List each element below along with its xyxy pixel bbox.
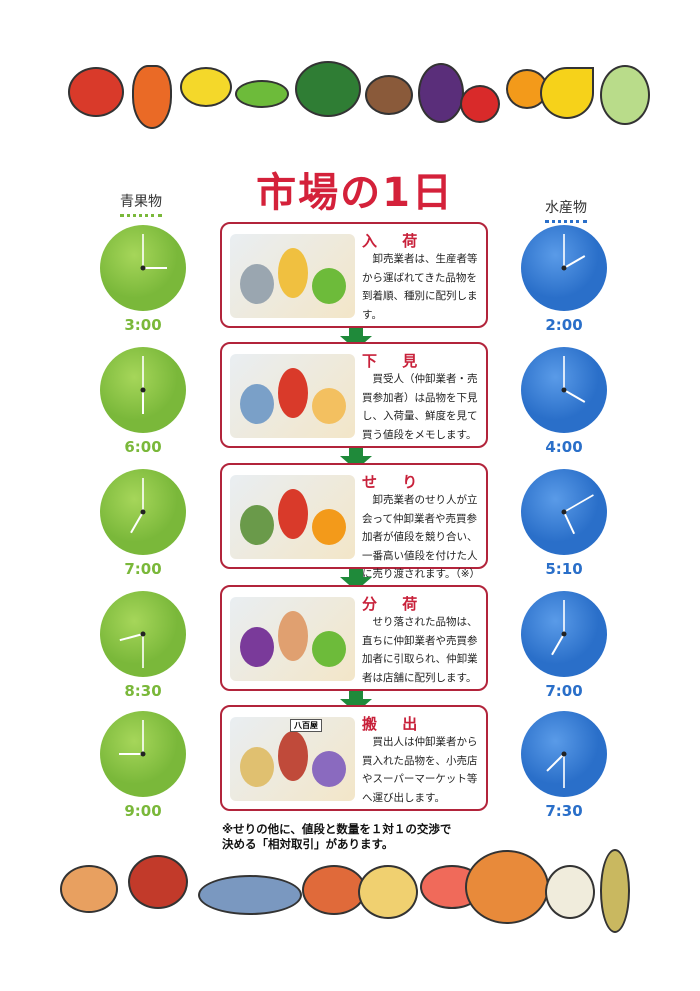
time-label: 5:10 xyxy=(545,560,583,578)
step-description: 買出人は仲卸業者から買入れた品物を、小売店やスーパーマーケット等へ運び出します。 xyxy=(362,736,478,804)
clock-center xyxy=(561,265,567,271)
footnote-line-1: ※せりの他に、値段と数量を１対１の交渉で xyxy=(222,822,452,836)
time-label: 7:00 xyxy=(124,560,162,578)
clock-left-5 xyxy=(99,710,187,798)
down-arrow-icon xyxy=(340,569,372,591)
footnote: ※せりの他に、値段と数量を１対１の交渉で 決める「相対取引」があります。 xyxy=(222,822,451,852)
clock-center xyxy=(140,509,146,515)
time-label: 8:30 xyxy=(124,682,162,700)
clock-center xyxy=(140,387,146,393)
vegetables-illustration xyxy=(40,55,660,130)
hour-hand xyxy=(563,389,586,403)
clock-right-5 xyxy=(520,710,608,798)
step-card-3: せ り 卸売業者のせり人が立会って仲卸業者や売買参加者が値段を競り合い、一番高い… xyxy=(220,463,488,580)
hour-hand xyxy=(119,633,144,642)
time-label: 4:00 xyxy=(545,438,583,456)
clock-center xyxy=(561,387,567,393)
step-heading: 搬 出 xyxy=(362,715,428,733)
step-illustration xyxy=(230,234,355,318)
clock-center xyxy=(561,751,567,757)
step-heading: せ り xyxy=(362,473,428,491)
clock-center xyxy=(140,265,146,271)
hour-hand xyxy=(563,255,586,269)
step-description: 買受人（仲卸業者・売買参加者）は品物を下見し、入荷量、鮮度を見て買う値段をメモし… xyxy=(362,373,478,441)
down-arrow-icon xyxy=(340,328,372,350)
page-title: 市場の1日 xyxy=(256,170,454,216)
clock-left-1 xyxy=(99,224,187,312)
step-card-2: 下 見 買受人（仲卸業者・売買参加者）は品物を下見し、入荷量、鮮度を見て買う値段… xyxy=(220,342,488,448)
clock-center xyxy=(561,631,567,637)
shop-sign: 八百屋 xyxy=(290,719,322,732)
right-category: 水産物 xyxy=(545,197,587,223)
step-description: 卸売業者は、生産者等から運ばれてきた品物を到着順、種別に配列します。 xyxy=(362,253,478,321)
time-label: 7:00 xyxy=(545,682,583,700)
seafood-label: 水産物 xyxy=(545,200,587,216)
clock-left-2 xyxy=(99,346,187,434)
time-label: 2:00 xyxy=(545,316,583,334)
seafood-illustration xyxy=(40,835,660,935)
time-label: 6:00 xyxy=(124,438,162,456)
step-illustration xyxy=(230,354,355,438)
down-arrow-icon xyxy=(340,691,372,713)
step-heading: 分 荷 xyxy=(362,595,428,613)
hour-hand xyxy=(551,633,565,656)
clock-center xyxy=(140,751,146,757)
step-description: 卸売業者のせり人が立会って仲卸業者や売買参加者が値段を競り合い、一番高い値段を付… xyxy=(362,494,480,580)
clock-left-3 xyxy=(99,468,187,556)
step-illustration xyxy=(230,475,355,559)
step-illustration: 八百屋 xyxy=(230,717,355,801)
clock-right-4 xyxy=(520,590,608,678)
step-heading: 下 見 xyxy=(362,352,428,370)
clock-center xyxy=(140,631,146,637)
clock-left-4 xyxy=(99,590,187,678)
clock-right-1 xyxy=(520,224,608,312)
step-card-5: 八百屋 搬 出 買出人は仲卸業者から買入れた品物を、小売店やスーパーマーケット等… xyxy=(220,705,488,811)
hour-hand xyxy=(546,753,565,772)
produce-label: 青果物 xyxy=(120,194,162,210)
step-card-4: 分 荷 せり落された品物は、直ちに仲卸業者や売買参加者に引取られ、仲卸業者は店舗… xyxy=(220,585,488,691)
clock-center xyxy=(561,509,567,515)
step-heading: 入 荷 xyxy=(362,232,428,250)
time-label: 7:30 xyxy=(545,802,583,820)
down-arrow-icon xyxy=(340,448,372,470)
clock-right-2 xyxy=(520,346,608,434)
clock-right-3 xyxy=(520,468,608,556)
step-description: せり落された品物は、直ちに仲卸業者や売買参加者に引取られ、仲卸業者は店舗に配列し… xyxy=(362,616,478,684)
footnote-line-2: 決める「相対取引」があります。 xyxy=(222,837,394,851)
hour-hand xyxy=(130,511,144,534)
time-label: 9:00 xyxy=(124,802,162,820)
step-illustration xyxy=(230,597,355,681)
minute-hand xyxy=(563,494,594,513)
hour-hand xyxy=(563,511,576,535)
time-label: 3:00 xyxy=(124,316,162,334)
step-card-1: 入 荷 卸売業者は、生産者等から運ばれてきた品物を到着順、種別に配列します。 xyxy=(220,222,488,328)
left-category: 青果物 xyxy=(120,191,162,217)
